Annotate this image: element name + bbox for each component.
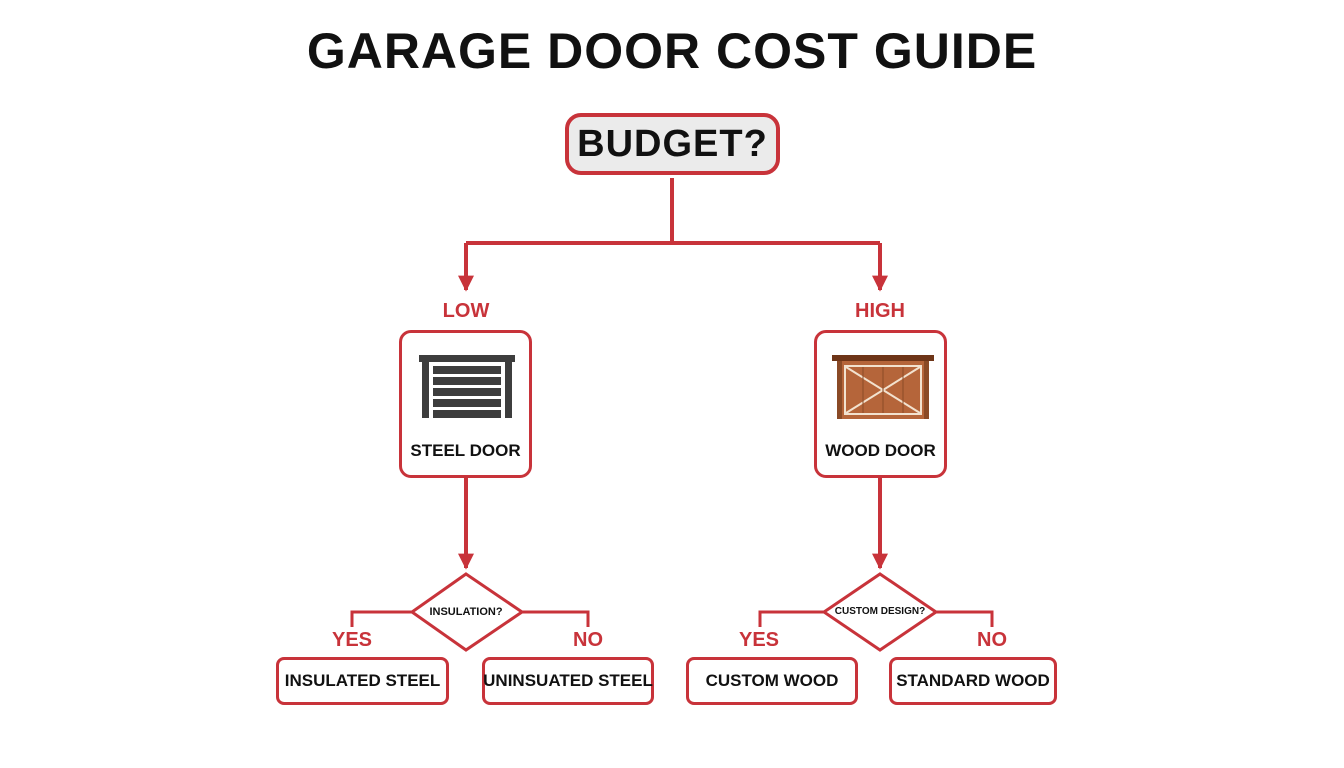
- standard-wood-box: STANDARD WOOD: [889, 657, 1057, 705]
- wood-door-label: WOOD DOOR: [825, 441, 936, 460]
- custom-design-question: CUSTOM DESIGN?: [834, 606, 926, 617]
- insulation-no-line: [522, 610, 590, 627]
- budget-label: BUDGET?: [577, 122, 768, 165]
- page-title: GARAGE DOOR COST GUIDE: [306, 23, 1038, 79]
- branch-label-low: LOW: [442, 300, 490, 322]
- steel-garage-door-icon: [419, 355, 515, 418]
- insulation-decision-diamond: [409, 572, 525, 652]
- branch-label-high: HIGH: [855, 300, 905, 322]
- insulation-yes-label: YES: [331, 629, 373, 651]
- wood-barn-door-icon: [832, 355, 934, 419]
- uninsulated-steel-box: UNINSUATED STEEL: [482, 657, 654, 705]
- budget-decision-box: BUDGET?: [565, 113, 780, 175]
- insulation-yes-line: [350, 610, 412, 627]
- insulated-steel-box: INSULATED STEEL: [276, 657, 449, 705]
- wood-door-card: WOOD DOOR: [814, 330, 947, 478]
- steel-door-label: STEEL DOOR: [410, 441, 521, 460]
- custom-no-label: NO: [977, 629, 1007, 651]
- custom-design-decision-diamond: [821, 572, 939, 652]
- custom-yes-line: [758, 610, 824, 627]
- insulation-no-label: NO: [573, 629, 603, 651]
- custom-wood-box: CUSTOM WOOD: [686, 657, 858, 705]
- steel-door-card: STEEL DOOR: [399, 330, 532, 478]
- insulation-question: INSULATION?: [429, 606, 503, 618]
- custom-yes-label: YES: [738, 629, 780, 651]
- custom-no-line: [936, 610, 994, 627]
